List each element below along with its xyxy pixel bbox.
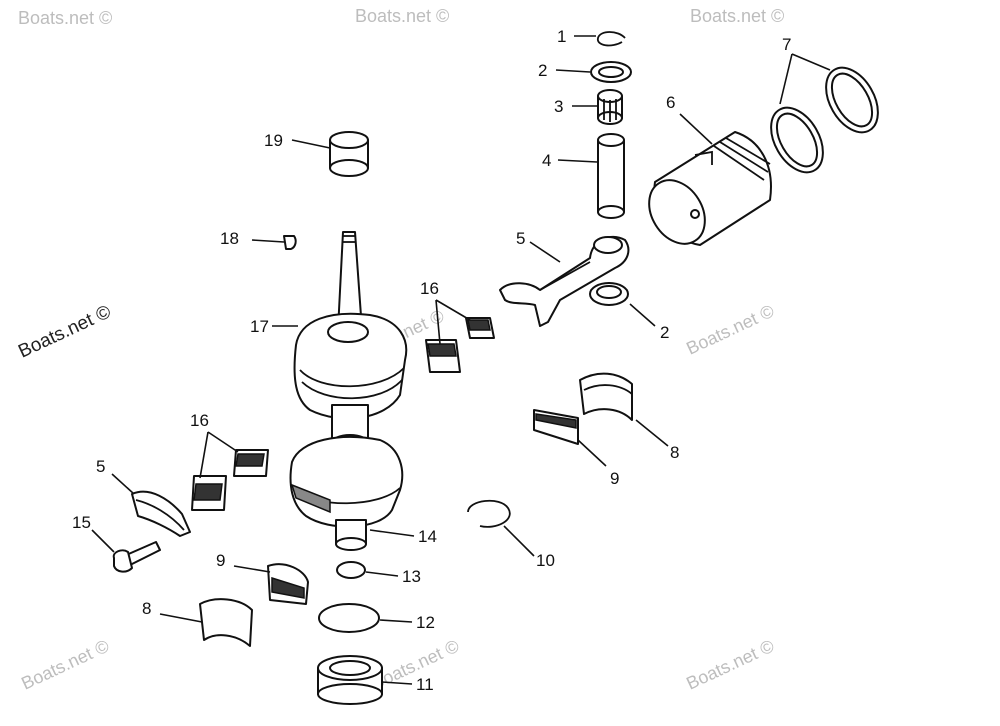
part-6-piston (648, 131, 772, 246)
callout-15: 15 (72, 513, 91, 532)
part-12-o-ring-large (318, 603, 380, 633)
part-16-bearing-cage-lower (191, 449, 269, 511)
part-1-circlip (597, 31, 626, 47)
callout-4: 4 (542, 151, 551, 170)
part-4-piston-pin (597, 133, 625, 219)
part-8-main-bearing-left (199, 598, 253, 647)
callout-8-right: 8 (670, 443, 679, 462)
callout-16-lower: 16 (190, 411, 209, 430)
callout-11: 11 (416, 675, 434, 694)
watermark-top-center: Boats.net © (355, 6, 449, 26)
callout-16-upper: 16 (420, 279, 439, 298)
callout-2-top: 2 (538, 61, 547, 80)
callout-17: 17 (250, 317, 269, 336)
part-10-retaining-ring (467, 499, 511, 528)
watermark-bottom-left: Boats.net © (18, 636, 112, 694)
part-18-woodruff-key (283, 235, 297, 250)
watermark-left: Boats.net © (15, 301, 114, 362)
part-9-race-right (533, 409, 579, 445)
callout-10: 10 (536, 551, 555, 570)
part-5-connecting-rod (499, 235, 630, 327)
part-16-bearing-cage-upper (425, 317, 495, 373)
part-2-washer-lower (589, 282, 629, 306)
callout-12: 12 (416, 613, 435, 632)
part-15-bolt (112, 541, 161, 573)
part-11-oil-seal (317, 655, 383, 705)
leader-lines (91, 35, 831, 685)
callout-13: 13 (402, 567, 421, 586)
part-3-needle-bearing (597, 89, 623, 125)
part-2-washer-top (590, 61, 632, 83)
callout-18: 18 (220, 229, 239, 248)
callout-14: 14 (418, 527, 437, 546)
watermark-mid-right: Boats.net © (683, 301, 777, 359)
callout-5-rod: 5 (516, 229, 525, 248)
callout-6: 6 (666, 93, 675, 112)
callout-9-right: 9 (610, 469, 619, 488)
part-17-crankshaft (289, 231, 408, 551)
watermark-top-right: Boats.net © (690, 6, 784, 26)
callout-3: 3 (554, 97, 563, 116)
callout-7: 7 (782, 35, 791, 54)
callout-19: 19 (264, 131, 283, 150)
callout-1: 1 (557, 27, 566, 46)
watermark-top-left: Boats.net © (18, 8, 112, 28)
part-7-piston-rings (770, 66, 879, 174)
callout-8-left: 8 (142, 599, 151, 618)
watermark-bottom-right: Boats.net © (683, 636, 777, 694)
callout-2-lower: 2 (660, 323, 669, 342)
part-5-rod-cap (131, 490, 191, 537)
part-9-race-left (267, 563, 309, 605)
part-19-bearing-sleeve (329, 131, 369, 177)
part-13-o-ring (336, 561, 366, 579)
part-8-main-bearing-right (579, 372, 633, 421)
callout-numbers: 1 2 3 4 5 6 7 2 19 18 17 16 16 5 15 9 8 … (72, 27, 791, 694)
callout-9-left: 9 (216, 551, 225, 570)
callout-5-cap: 5 (96, 457, 105, 476)
